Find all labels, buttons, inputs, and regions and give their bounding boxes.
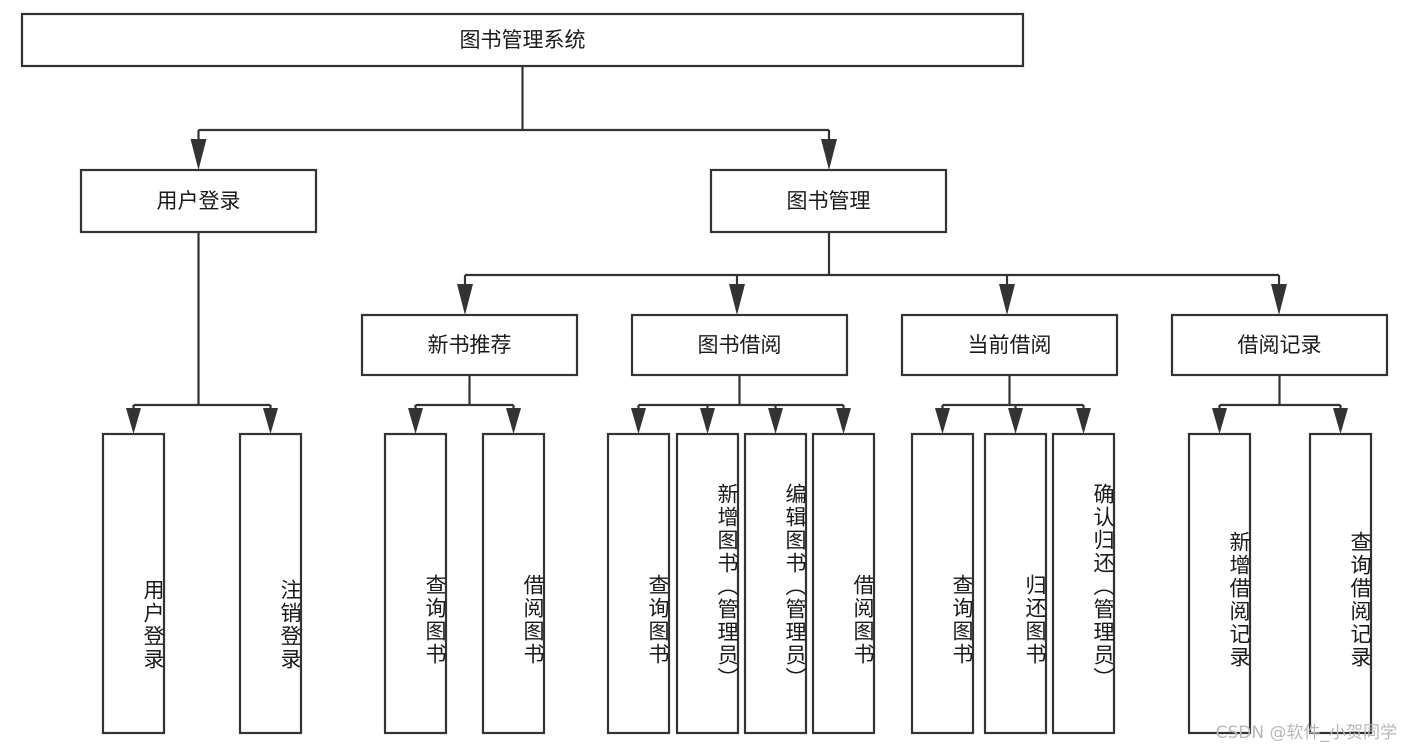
connector-group-current-borrow <box>935 375 1091 434</box>
arrowhead-user-login <box>190 139 207 170</box>
node-current-borrow-box[interactable] <box>900 313 1119 377</box>
node-borrow-record-box[interactable] <box>1170 313 1389 377</box>
arrowhead-new-book-recommend <box>457 284 473 315</box>
node-leaf-query-book-3-box[interactable] <box>910 432 975 735</box>
node-leaf-query-record-box[interactable] <box>1308 432 1373 735</box>
node-leaf-logout-box[interactable] <box>238 432 303 735</box>
node-book-manage[interactable]: 图书管理 <box>709 168 948 234</box>
arrowhead-leaf-add-record <box>1212 408 1227 434</box>
connector-group-book-manage <box>457 232 1287 315</box>
node-leaf-edit-book-admin-box[interactable] <box>743 432 808 735</box>
node-book-borrow-box[interactable] <box>630 313 849 377</box>
arrowhead-leaf-borrow-book-2 <box>836 408 851 434</box>
node-leaf-user-login-box[interactable] <box>101 432 166 735</box>
node-root[interactable]: 图书管理系统 <box>20 12 1025 68</box>
connector-group-new-book-recommend <box>408 375 521 434</box>
arrowhead-leaf-borrow-book-1 <box>506 408 521 434</box>
csdn-watermark: CSDN @软件_小贺同学 <box>1215 723 1397 743</box>
arrowhead-borrow-record <box>1271 284 1287 315</box>
node-book-manage-box[interactable] <box>709 168 948 234</box>
node-book-manage-label: 图书管理 <box>787 189 871 213</box>
node-user-login[interactable]: 用户登录 <box>79 168 318 234</box>
node-leaf-borrow-book-1-box[interactable] <box>481 432 546 735</box>
node-leaf-return-book-box[interactable] <box>983 432 1048 735</box>
arrowhead-leaf-query-book-3 <box>935 408 950 434</box>
node-new-book-recommend-box[interactable] <box>360 313 579 377</box>
arrowhead-leaf-return-book <box>1008 408 1023 434</box>
node-user-login-box[interactable] <box>79 168 318 234</box>
node-book-borrow-label: 图书借阅 <box>698 333 782 357</box>
leaf-boxes <box>101 432 1373 735</box>
arrowhead-leaf-query-book-2 <box>631 408 646 434</box>
connector-group-borrow-record <box>1212 375 1348 434</box>
connector-group-root <box>190 66 837 170</box>
arrowhead-current-borrow <box>999 284 1015 315</box>
node-root-label: 图书管理系统 <box>460 28 586 52</box>
arrowhead-leaf-edit-book-admin <box>768 408 783 434</box>
node-leaf-borrow-book-2-box[interactable] <box>811 432 876 735</box>
node-leaf-add-book-admin-box[interactable] <box>675 432 740 735</box>
arrowhead-leaf-user-login <box>126 408 141 434</box>
arrowhead-book-manage <box>821 139 837 170</box>
node-leaf-query-book-1-box[interactable] <box>383 432 448 735</box>
node-root-box[interactable] <box>20 12 1025 68</box>
arrowhead-leaf-logout <box>263 408 278 434</box>
arrowhead-leaf-confirm-return <box>1076 408 1091 434</box>
node-leaf-confirm-return-box[interactable] <box>1051 432 1116 735</box>
arrowhead-book-borrow <box>729 284 745 315</box>
node-borrow-record[interactable]: 借阅记录 <box>1170 313 1389 377</box>
node-current-borrow-label: 当前借阅 <box>968 333 1052 357</box>
arrowhead-leaf-query-book-1 <box>408 408 423 434</box>
node-user-login-label: 用户登录 <box>157 189 241 213</box>
node-leaf-query-book-2-box[interactable] <box>606 432 671 735</box>
node-borrow-record-label: 借阅记录 <box>1238 333 1322 357</box>
arrowhead-leaf-query-record <box>1333 408 1348 434</box>
connector-group-user-login <box>126 232 278 434</box>
connector-group-book-borrow <box>631 375 851 434</box>
node-book-borrow[interactable]: 图书借阅 <box>630 313 849 377</box>
node-new-book-recommend-label: 新书推荐 <box>428 333 512 357</box>
node-current-borrow[interactable]: 当前借阅 <box>900 313 1119 377</box>
node-new-book-recommend[interactable]: 新书推荐 <box>360 313 579 377</box>
node-leaf-add-record-box[interactable] <box>1187 432 1252 735</box>
arrowhead-leaf-add-book-admin <box>700 408 715 434</box>
